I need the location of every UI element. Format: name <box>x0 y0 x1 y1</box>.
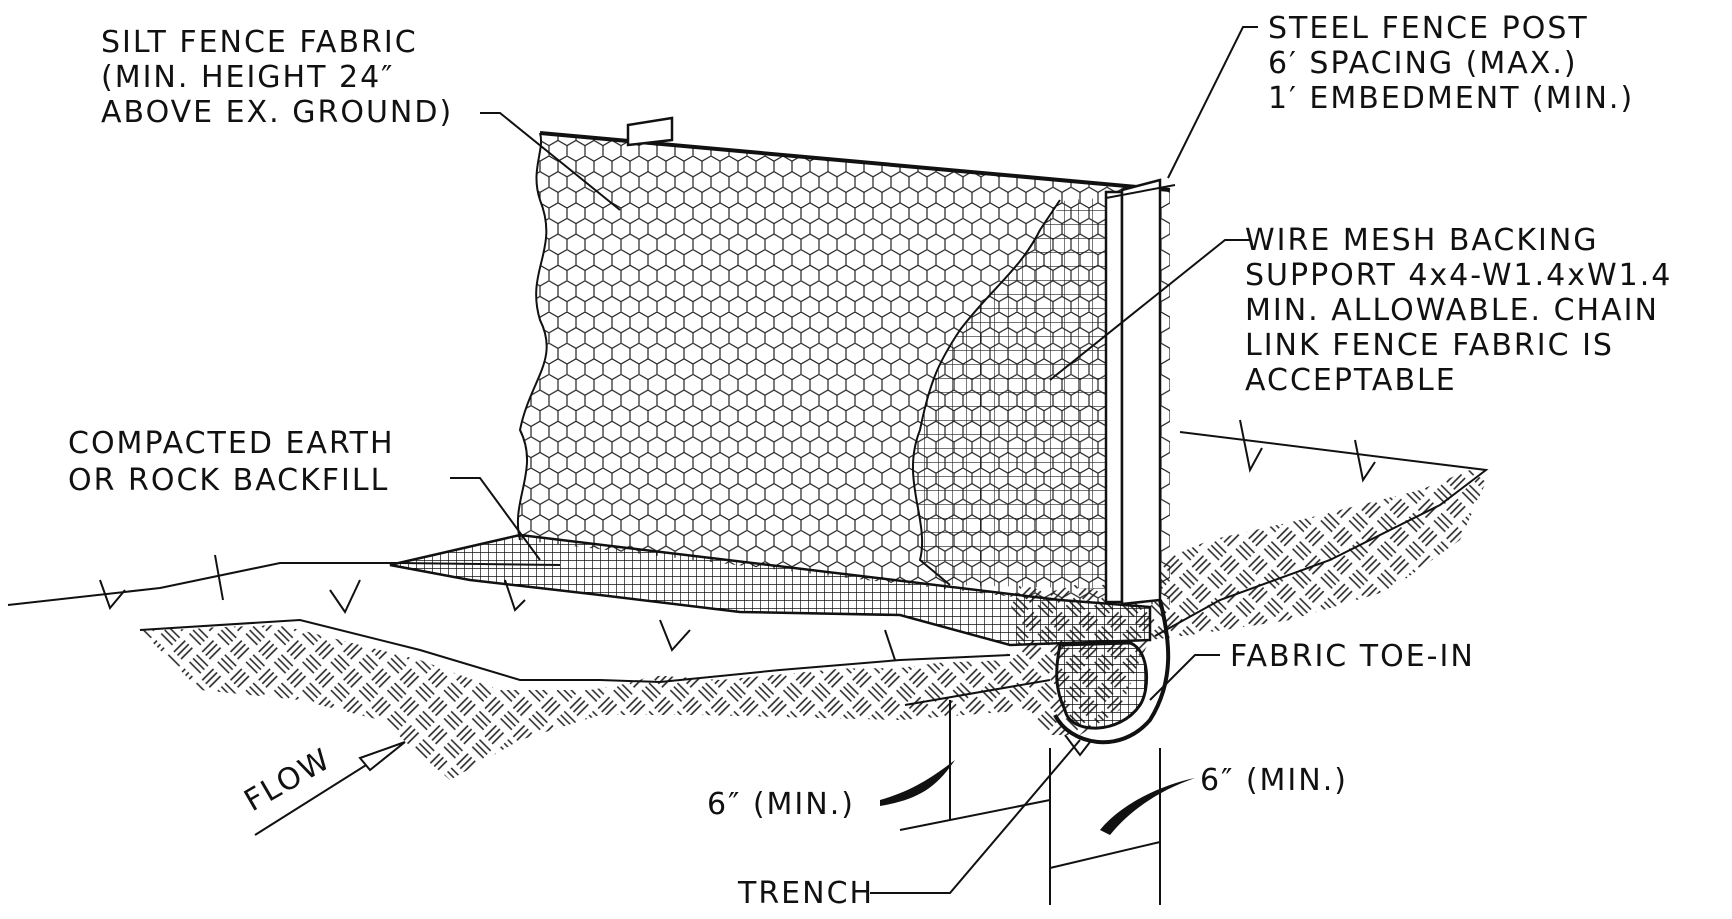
steel-post-callout: STEEL FENCE POST 6′ SPACING (MAX.) 1′ EM… <box>1268 11 1634 116</box>
backfill-label-line-2: OR ROCK BACKFILL <box>68 463 389 498</box>
backfill-callout: COMPACTED EARTH OR ROCK BACKFILL <box>68 426 395 498</box>
fabric-toe-in-label: FABRIC TOE-IN <box>1230 639 1475 674</box>
steel-fence-post <box>626 116 1176 606</box>
wire-mesh-callout: WIRE MESH BACKING SUPPORT 4x4-W1.4xW1.4 … <box>1245 223 1672 398</box>
steel-post-label-line-2: 6′ SPACING (MAX.) <box>1268 46 1578 81</box>
flow-label: FLOW <box>239 742 338 819</box>
silt-fence-label-line-2: (MIN. HEIGHT 24″ <box>101 60 394 95</box>
grass-tufts <box>99 419 1376 661</box>
wire-mesh-label-line-5: ACCEPTABLE <box>1245 363 1457 398</box>
depth-dimension-label: 6″ (MIN.) <box>707 787 855 822</box>
flow-indicator: FLOW <box>239 741 406 836</box>
fabric-toe-in <box>1055 641 1149 730</box>
silt-fence-label-line-1: SILT FENCE FABRIC <box>101 25 418 60</box>
width-dimension <box>1049 748 1195 905</box>
steel-post-label-line-3: 1′ EMBEDMENT (MIN.) <box>1268 81 1634 116</box>
leader-lines <box>450 26 1258 894</box>
fence-fabric-panel <box>516 131 1171 605</box>
trench-cut <box>1053 599 1171 745</box>
steel-post-label-line-1: STEEL FENCE POST <box>1268 11 1589 46</box>
wire-mesh-label-line-2: SUPPORT 4x4-W1.4xW1.4 <box>1245 258 1672 293</box>
width-dimension-label: 6″ (MIN.) <box>1200 763 1348 798</box>
trench-label: TRENCH <box>737 876 874 911</box>
silt-fence-callout: SILT FENCE FABRIC (MIN. HEIGHT 24″ ABOVE… <box>101 25 453 130</box>
wire-mesh-backing <box>912 195 1160 590</box>
wire-mesh-label-line-4: LINK FENCE FABRIC IS <box>1245 328 1614 363</box>
depth-dimension <box>880 679 1051 831</box>
backfill-label-line-1: COMPACTED EARTH <box>68 426 395 461</box>
compacted-backfill <box>389 533 1152 647</box>
silt-fence-label-line-3: ABOVE EX. GROUND) <box>101 95 453 130</box>
wire-mesh-label-line-3: MIN. ALLOWABLE. CHAIN <box>1245 293 1659 328</box>
wire-mesh-label-line-1: WIRE MESH BACKING <box>1245 223 1599 258</box>
